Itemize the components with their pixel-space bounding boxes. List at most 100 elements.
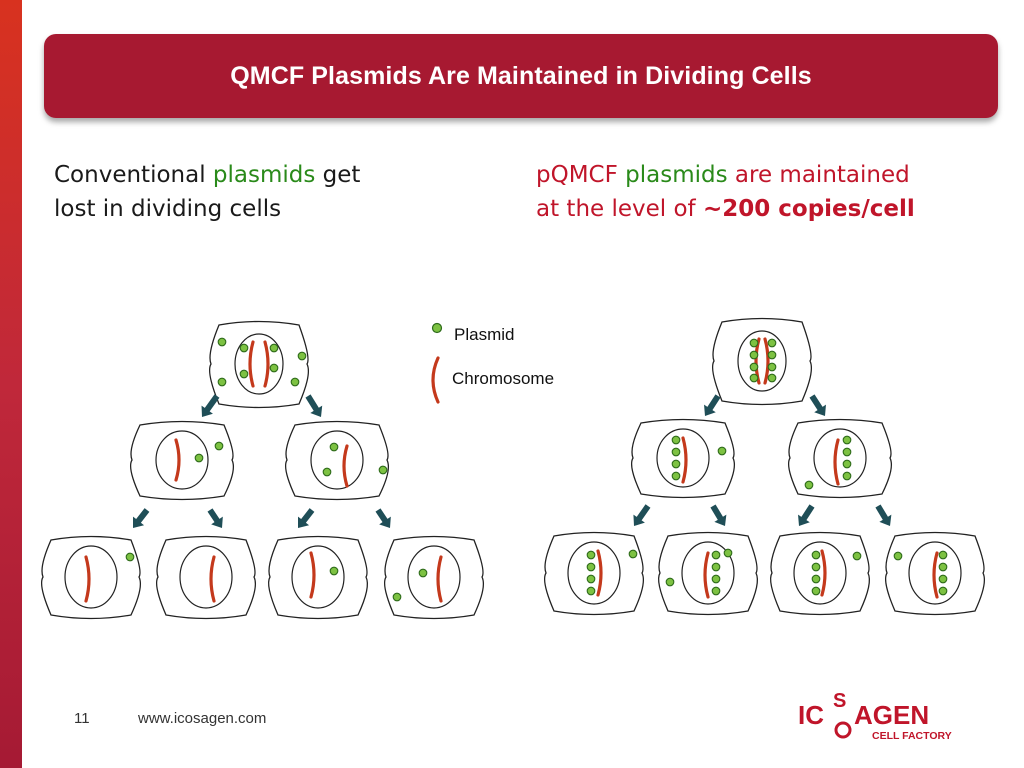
division-arrow [798,504,815,526]
division-arrow [305,394,323,417]
plasmid-mark [749,338,759,348]
title-banner: QMCF Plasmids Are Maintained in Dividing… [44,34,998,118]
plasmid-mark [671,435,681,445]
division-arrow [875,504,892,526]
plasmid-mark [842,459,852,469]
cell-nucleus [179,545,233,609]
plasmid-mark [297,351,307,361]
legend-chromosome-icon [431,356,440,404]
cell-membrane [787,418,893,499]
cell-nucleus [407,545,461,609]
cell-membrane [711,317,813,406]
division-arrow [809,394,826,416]
plasmid-mark [392,592,402,602]
cell-membrane [40,535,142,620]
chromosome-mark [763,337,770,385]
cell-nucleus [234,333,284,395]
cells-layer [40,317,986,620]
chromosome-mark [436,555,443,603]
plasmid-mark [239,369,249,379]
plasmid-mark [717,446,727,456]
legend-plasmid-label: Plasmid [454,325,514,344]
cell-membrane [543,531,645,616]
plasmid-mark [938,562,948,572]
plasmid-mark [418,568,428,578]
cell-membrane [267,535,369,620]
plasmid-mark [811,550,821,560]
division-arrow [710,504,727,526]
chromosome-mark [932,551,939,599]
plasmid-mark [711,550,721,560]
division-arrow [201,394,220,417]
cell-nucleus [681,541,735,605]
chromosome-mark [174,438,181,482]
plasmid-mark [217,337,227,347]
cell-nucleus [737,330,787,392]
plasmid-mark [723,548,733,558]
cell-membrane [383,535,485,620]
plasmid-mark [214,441,224,451]
chromosome-mark [263,340,270,388]
left-grandchild-cell-1 [40,535,142,620]
right-child-cell-2 [787,418,893,499]
chromosome-mark [820,549,827,597]
plasmid-mark [671,471,681,481]
legend: Plasmid Chromosome [431,322,554,404]
plasmid-mark [938,586,948,596]
plasmid-mark [125,552,135,562]
cell-nucleus [793,541,847,605]
plasmid-mark [671,447,681,457]
plasmid-mark [269,343,279,353]
chromosome-mark [703,551,710,599]
logo-text-right: AGEN [854,700,929,730]
right-grandchild-cell-4 [884,531,986,616]
left-grandchild-cell-3 [267,535,369,620]
plasmid-mark [217,377,227,387]
right-child-cell-1 [630,418,736,499]
chromosome-mark [833,438,840,486]
icosagen-logo: IC S AGEN CELL FACTORY [798,690,952,742]
right-caption-line2a: at the level of [536,196,703,222]
cell-membrane [657,531,759,616]
left-child-cell-1 [129,420,235,501]
cell-nucleus [310,430,364,490]
cell-membrane [208,320,310,409]
left-caption: Conventional plasmids get lost in dividi… [54,158,360,226]
plasmid-mark [842,435,852,445]
left-grandchild-cell-2 [155,535,257,620]
plasmid-mark [893,551,903,561]
cell-nucleus [567,541,621,605]
footer-url: www.icosagen.com [138,710,267,727]
division-arrow [375,508,391,528]
cell-nucleus [656,428,710,488]
cell-membrane [630,418,736,499]
right-caption: pQMCF plasmids are maintained at the lev… [536,158,915,226]
division-arrow [133,508,150,528]
plasmid-mark [269,363,279,373]
page-number: 11 [74,710,90,727]
plasmid-mark [711,562,721,572]
legend-plasmid-icon [431,322,443,334]
plasmid-mark [628,549,638,559]
left-accent-bar [0,0,22,768]
plasmid-mark [938,574,948,584]
chromosome-mark [342,444,349,488]
plasmid-mark [329,442,339,452]
plasmid-mark [711,586,721,596]
plasmid-mark [767,350,777,360]
cell-nucleus [155,430,209,490]
plasmid-mark [842,471,852,481]
plasmid-mark [749,373,759,383]
left-caption-line2: lost in dividing cells [54,196,282,222]
plasmid-mark [749,350,759,360]
right-grandchild-cell-1 [543,531,645,616]
cell-membrane [155,535,257,620]
plasmid-mark [586,562,596,572]
cell-nucleus [908,541,962,605]
cell-membrane [129,420,235,501]
plasmid-mark [378,465,388,475]
chromosome-mark [248,340,255,388]
cell-nucleus [291,545,345,609]
right-caption-part3: are maintained [727,162,910,188]
